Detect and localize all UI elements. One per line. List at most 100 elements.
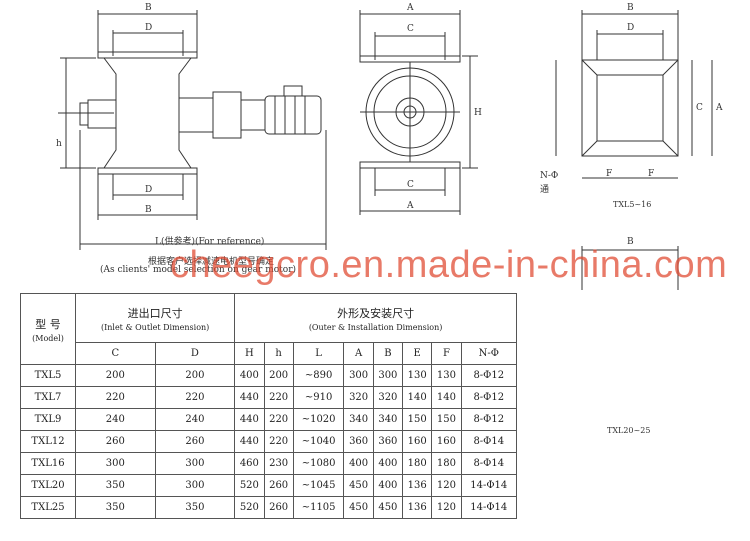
inlet-header: 进出口尺寸 (Inlet & Outlet Dimension) xyxy=(74,293,236,343)
value-cell: 136 xyxy=(402,496,433,519)
top2-b-label: B xyxy=(627,237,634,247)
dim-a-label-bottom: A xyxy=(406,201,414,211)
top-view-txl20-25 xyxy=(581,246,679,290)
value-cell: ~1020 xyxy=(292,408,345,431)
top1-through-label: 通 xyxy=(540,184,549,195)
model-header: 型 号 (Model) xyxy=(20,293,76,365)
model-label-txl5-16: TXL5~16 xyxy=(613,200,652,209)
value-cell: 450 xyxy=(343,496,374,519)
value-cell: 140 xyxy=(431,386,462,409)
value-cell: 460 xyxy=(234,452,265,475)
front-view xyxy=(359,10,478,215)
value-cell: 350 xyxy=(154,496,236,519)
value-cell: 150 xyxy=(402,408,433,431)
value-cell: 520 xyxy=(234,474,265,497)
model-cell: TXL9 xyxy=(20,408,76,431)
value-cell: 300 xyxy=(154,452,236,475)
value-cell: ~890 xyxy=(292,364,345,387)
value-cell: 8-Φ12 xyxy=(460,386,518,409)
value-cell: 340 xyxy=(343,408,374,431)
model-label-txl20-25: TXL20~25 xyxy=(607,426,651,435)
technical-drawings: B D D B h A C C A H B D C A F F N-Φ 通 B xyxy=(56,3,723,290)
value-cell: 8-Φ14 xyxy=(460,430,518,453)
value-cell: 220 xyxy=(263,430,294,453)
value-cell: 260 xyxy=(263,474,294,497)
value-cell: 260 xyxy=(263,496,294,519)
value-cell: 400 xyxy=(372,474,404,497)
value-cell: 260 xyxy=(75,430,156,453)
value-cell: 160 xyxy=(431,430,462,453)
top1-b-label: B xyxy=(627,3,634,13)
value-cell: 300 xyxy=(154,474,236,497)
value-cell: 360 xyxy=(343,430,374,453)
model-cell: TXL7 xyxy=(20,386,76,409)
value-cell: 350 xyxy=(75,496,156,519)
top1-a-label: A xyxy=(715,103,723,113)
value-cell: 400 xyxy=(372,452,404,475)
value-cell: 300 xyxy=(343,364,374,387)
top1-c-label: C xyxy=(696,103,703,113)
value-cell: 160 xyxy=(402,430,433,453)
value-cell: 360 xyxy=(372,430,404,453)
value-cell: 440 xyxy=(234,408,265,431)
value-cell: ~1040 xyxy=(292,430,345,453)
value-cell: 440 xyxy=(234,430,265,453)
dim-h-label: H xyxy=(474,108,482,118)
col-header: C xyxy=(75,342,156,365)
value-cell: 340 xyxy=(372,408,404,431)
col-header: D xyxy=(154,342,236,365)
value-cell: ~1080 xyxy=(292,452,345,475)
value-cell: 180 xyxy=(402,452,433,475)
value-cell: 120 xyxy=(431,474,462,497)
value-cell: 220 xyxy=(263,386,294,409)
watermark: cheegcro.en.made-in-china.com xyxy=(170,244,728,286)
col-header: F xyxy=(431,342,462,365)
length-label: L(供参考)(For reference) xyxy=(155,234,264,247)
value-cell: 320 xyxy=(343,386,374,409)
col-header: h xyxy=(263,342,294,365)
value-cell: 300 xyxy=(75,452,156,475)
value-cell: 200 xyxy=(75,364,156,387)
value-cell: 300 xyxy=(372,364,404,387)
value-cell: 8-Φ12 xyxy=(460,408,518,431)
top1-n-label: N-Φ xyxy=(540,171,558,181)
value-cell: 130 xyxy=(402,364,433,387)
value-cell: 200 xyxy=(263,364,294,387)
dim-b-label: B xyxy=(145,3,152,13)
dim-d-label-bottom: D xyxy=(145,185,152,195)
model-cell: TXL25 xyxy=(20,496,76,519)
value-cell: 130 xyxy=(431,364,462,387)
value-cell: 320 xyxy=(372,386,404,409)
dim-c-label-bottom: C xyxy=(407,180,414,190)
value-cell: 400 xyxy=(234,364,265,387)
value-cell: 240 xyxy=(75,408,156,431)
value-cell: 150 xyxy=(431,408,462,431)
value-cell: ~1045 xyxy=(292,474,345,497)
value-cell: 260 xyxy=(154,430,236,453)
dim-h-small-label: h xyxy=(56,139,62,149)
top1-f-label: F xyxy=(606,169,612,179)
col-header: E xyxy=(402,342,433,365)
col-header: N-Φ xyxy=(460,342,518,365)
caption-cn: 根据客户选择减速电机型号确定 xyxy=(148,257,275,267)
value-cell: 136 xyxy=(402,474,433,497)
value-cell: 520 xyxy=(234,496,265,519)
side-view xyxy=(58,10,327,250)
col-header: H xyxy=(234,342,265,365)
spec-table: 型 号 (Model) 进出口尺寸 (Inlet & Outlet Dimens… xyxy=(20,293,518,519)
value-cell: 230 xyxy=(263,452,294,475)
value-cell: 14-Φ14 xyxy=(460,474,518,497)
top-view-txl5-16 xyxy=(555,10,713,179)
model-cell: TXL5 xyxy=(20,364,76,387)
value-cell: ~1105 xyxy=(292,496,345,519)
outer-header: 外形及安装尺寸 (Outer & Installation Dimension) xyxy=(234,293,517,343)
value-cell: 14-Φ14 xyxy=(460,496,518,519)
value-cell: 440 xyxy=(234,386,265,409)
